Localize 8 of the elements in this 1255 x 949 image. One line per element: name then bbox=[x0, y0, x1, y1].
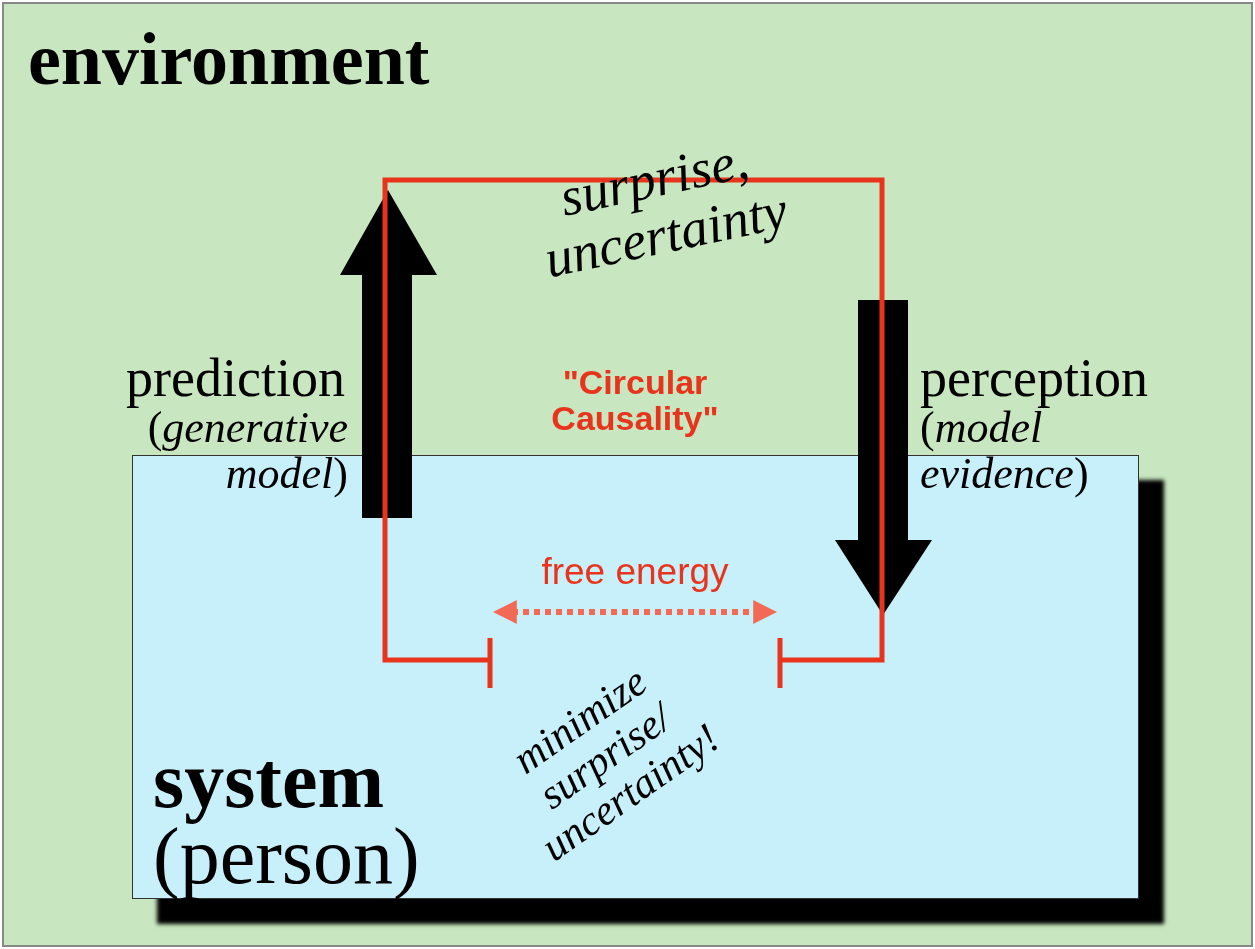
dimension-label: free energy bbox=[540, 553, 730, 592]
center-label: "Circular Causality" bbox=[550, 365, 720, 437]
arrow-label: perception bbox=[920, 350, 1149, 407]
loop-label: surprise, uncertainty bbox=[538, 128, 794, 291]
arrow-label: prediction bbox=[125, 350, 345, 407]
panel-title: environment bbox=[28, 22, 430, 96]
system-box bbox=[132, 455, 1139, 899]
arrow-sublabel: (generative model) bbox=[147, 405, 348, 498]
